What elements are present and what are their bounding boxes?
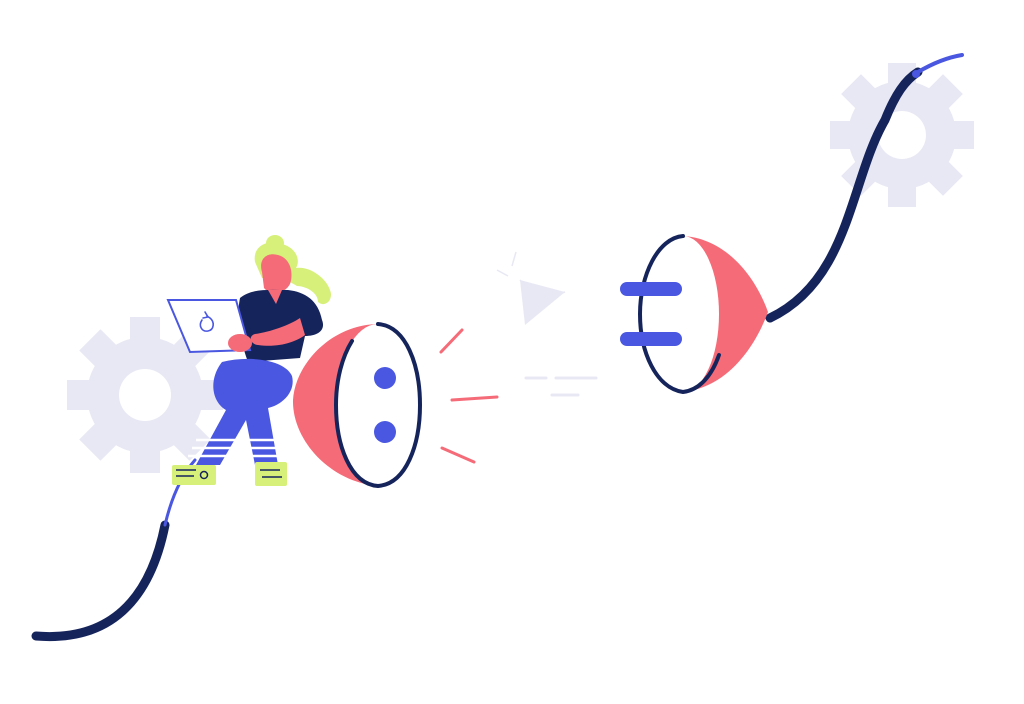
person-shoe-right (255, 462, 287, 486)
refresh-icon (199, 315, 214, 332)
spark-lines (439, 328, 499, 464)
plug-prong-top (620, 282, 682, 296)
socket-plug (292, 322, 423, 489)
socket-hole-bottom (374, 421, 396, 443)
left-cable (31, 458, 197, 642)
paper-plane-icon (496, 251, 598, 397)
power-plug (620, 234, 768, 395)
person-shirt (238, 289, 324, 362)
person-shoe-left (172, 465, 216, 485)
person-pants (196, 358, 293, 465)
plug-prong-bottom (620, 332, 682, 346)
gear-icon (67, 317, 223, 473)
person-with-laptop (166, 235, 331, 486)
socket-hole-top (374, 367, 396, 389)
right-cable (765, 53, 964, 323)
gear-icon (830, 63, 974, 207)
person-face (261, 254, 292, 293)
